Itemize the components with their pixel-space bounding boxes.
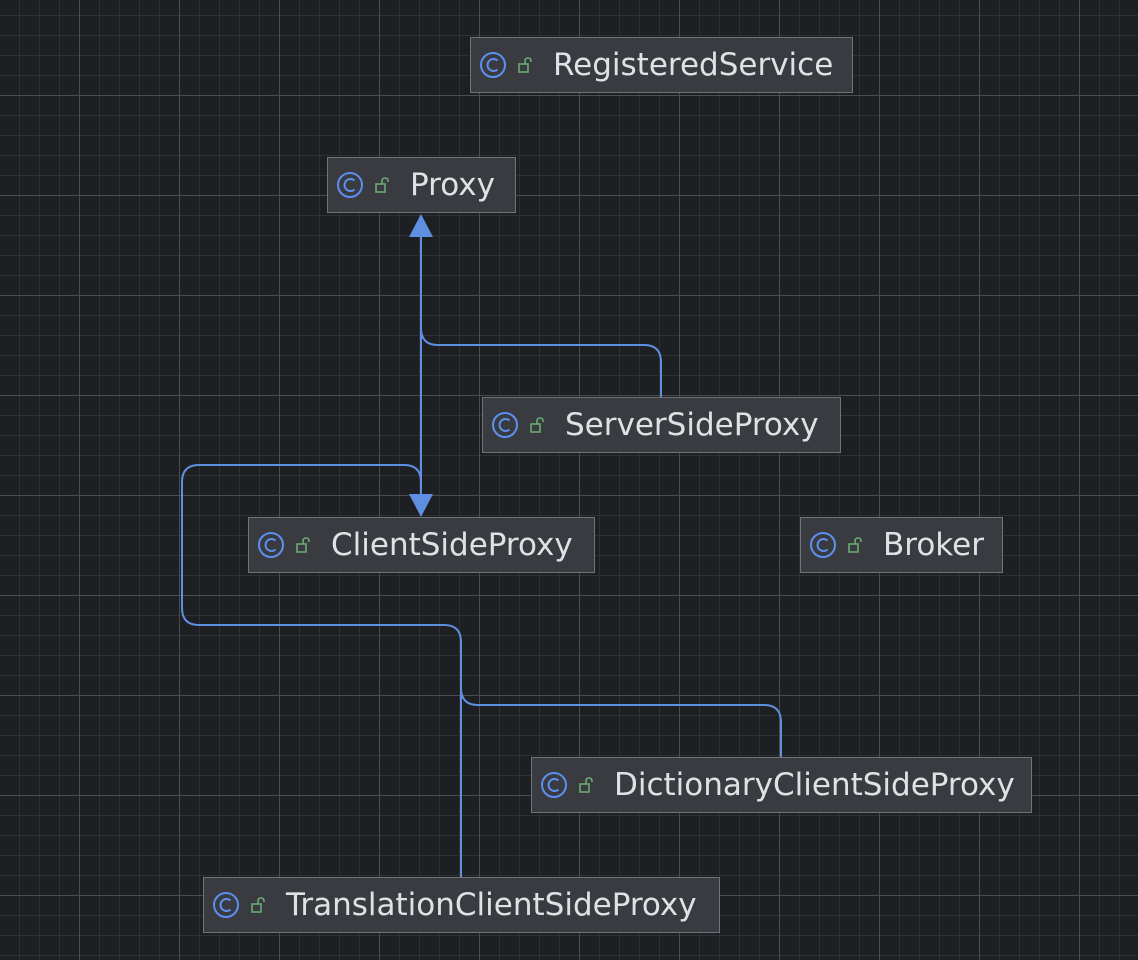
arrowhead-clientsideproxy xyxy=(409,494,433,517)
public-icon xyxy=(251,897,265,913)
edge-translation-to-clientsideproxy[interactable] xyxy=(181,464,462,877)
node-label: Proxy xyxy=(410,167,495,203)
node-label: RegisteredService xyxy=(553,47,834,83)
public-icon xyxy=(579,777,593,793)
node-proxy[interactable]: Proxy xyxy=(327,157,516,213)
class-icon xyxy=(337,172,363,198)
class-icon xyxy=(213,892,239,918)
public-icon xyxy=(530,417,544,433)
public-icon xyxy=(375,177,389,193)
class-icon xyxy=(492,412,518,438)
node-label: Broker xyxy=(883,527,984,563)
class-icon xyxy=(480,52,506,78)
node-label: ServerSideProxy xyxy=(565,407,819,443)
public-icon xyxy=(518,57,532,73)
class-icon xyxy=(810,532,836,558)
edge-dictionary-to-clientsideproxy[interactable] xyxy=(460,642,782,757)
class-icon xyxy=(258,532,284,558)
node-label: DictionaryClientSideProxy xyxy=(614,767,1015,803)
node-label: ClientSideProxy xyxy=(331,527,573,563)
node-server-side-proxy[interactable]: ServerSideProxy xyxy=(482,397,841,453)
node-dictionary-client-side-proxy[interactable]: DictionaryClientSideProxy xyxy=(531,757,1032,813)
public-icon xyxy=(848,537,862,553)
node-client-side-proxy[interactable]: ClientSideProxy xyxy=(248,517,595,573)
public-icon xyxy=(296,537,310,553)
node-registered-service[interactable]: RegisteredService xyxy=(470,37,853,93)
node-label: TranslationClientSideProxy xyxy=(286,887,697,923)
arrowhead-proxy xyxy=(409,214,433,237)
class-icon xyxy=(541,772,567,798)
node-broker[interactable]: Broker xyxy=(800,517,1003,573)
edge-serversideproxy-to-proxy[interactable] xyxy=(420,236,662,397)
node-translation-client-side-proxy[interactable]: TranslationClientSideProxy xyxy=(203,877,720,933)
